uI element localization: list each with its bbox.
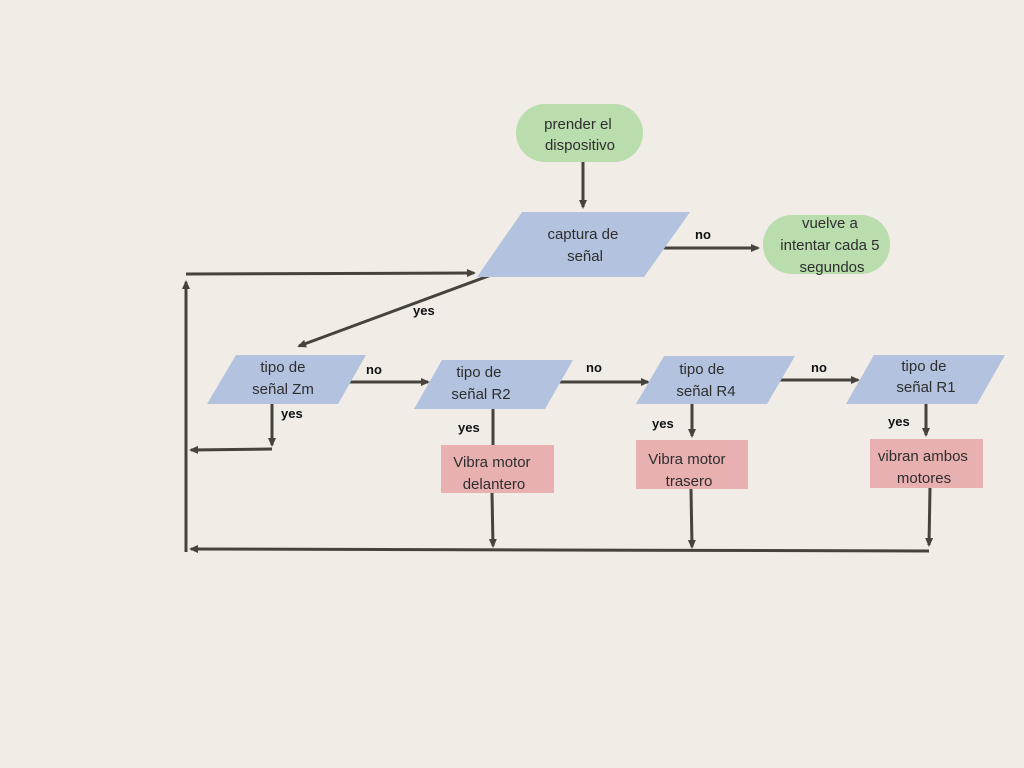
io-shape [477,212,690,277]
svg-text:prender el dispositivo: prender el dispositivo [544,116,616,154]
edge-label-r4-yes: yes [652,416,674,431]
arrow-front-motor-down [488,492,497,548]
edge-label-r2-no: no [586,360,602,375]
svg-text:captura de señal: captura de señal [547,226,622,265]
svg-text:Vibra motor trasero: Vibra motor trasero [648,451,729,490]
svg-text:tipo de señal R1: tipo de señal R1 [896,358,955,396]
arrow-zm-yes-left [189,445,273,454]
node-retry-line: intentar cada 5 [780,237,879,254]
node-capture: captura de señal [477,212,690,277]
process-shape [636,440,748,489]
svg-text:Vibra motor delantero: Vibra motor delantero [453,454,534,493]
edge-label-r1-yes: yes [888,414,910,429]
node-retry-line: segundos [799,259,864,276]
node-r1: tipo de señal R1 [846,355,1005,404]
node-start-line: dispositivo [545,137,615,154]
svg-text:tipo de señal R4: tipo de señal R4 [676,361,735,400]
node-rear-motor-line: trasero [666,473,713,490]
svg-text:vuelve a intentar cada 5: vuelve a intentar cada 5 segundos [780,215,883,276]
node-capture-line: señal [567,248,603,265]
node-zm: tipo de señal Zm [207,355,366,404]
edge-label-zm-yes: yes [281,406,303,421]
return-bottom-line [189,545,930,554]
node-start-line: prender el [544,116,612,133]
node-start: prender el dispositivo [516,104,643,162]
node-r2: tipo de señal R2 [414,360,573,409]
node-r4-line: señal R4 [676,383,735,400]
edge-labels: no yes no yes no yes no yes yes [281,227,910,435]
node-r4-line: tipo de [679,361,724,378]
terminal-shape [763,215,890,274]
edge-label-r2-yes: yes [458,420,480,435]
process-shape [441,445,554,493]
node-front-motor-line: Vibra motor [453,454,530,471]
node-r1-line: señal R1 [896,379,955,396]
arrow-rear-motor-down [687,488,696,549]
node-front-motor-line: delantero [463,476,526,493]
process-shape [870,439,983,488]
svg-text:tipo de señal R2: tipo de señal R2 [451,364,510,403]
edge-label-capture-yes: yes [413,303,435,318]
node-zm-line: señal Zm [252,381,314,398]
node-both-motors: vibran ambos motores [870,439,983,488]
node-capture-line: captura de [547,226,618,243]
edge-label-capture-no: no [695,227,711,242]
svg-text:vibran ambos motores: vibran ambos motores [878,448,972,487]
io-shape [414,360,573,409]
node-r2-line: señal R2 [451,386,510,403]
io-shape [846,355,1005,404]
node-front-motor: Vibra motor delantero [441,445,554,493]
node-rear-motor-line: Vibra motor [648,451,725,468]
node-r4: tipo de señal R4 [636,356,795,404]
io-shape [636,356,795,404]
io-shape [207,355,366,404]
node-retry-line: vuelve a [802,215,859,232]
node-r2-line: tipo de [456,364,501,381]
node-r1-line: tipo de [901,358,946,375]
arrow-capture-to-zm [297,266,511,348]
return-top-line [185,269,476,278]
edge-label-r4-no: no [811,360,827,375]
terminal-shape [516,104,643,162]
node-both-motors-line: vibran ambos [878,448,968,465]
node-both-motors-line: motores [897,470,951,487]
node-retry: vuelve a intentar cada 5 segundos [763,215,890,276]
node-zm-line: tipo de [260,359,305,376]
svg-text:tipo de señal Zm: tipo de señal Zm [252,359,314,398]
node-rear-motor: Vibra motor trasero [636,440,748,490]
connectors [182,162,934,554]
arrow-both-motors-down [925,487,934,547]
edge-label-zm-no: no [366,362,382,377]
